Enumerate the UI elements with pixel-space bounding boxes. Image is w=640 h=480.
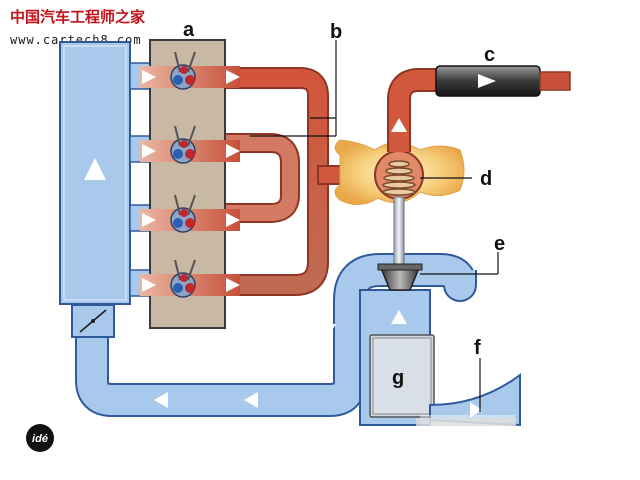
- cylinder-2-valves: [173, 125, 196, 159]
- thermostatic-valve-d: [334, 139, 465, 205]
- watermark-site-name: 中国汽车工程师之家: [10, 8, 145, 26]
- arrow-up-icon: [391, 118, 407, 132]
- flow-up-arrow-icon: [84, 158, 106, 180]
- arrow-right-icon: [226, 144, 240, 158]
- arrow-right-icon: [226, 278, 240, 292]
- cylinder-1-valves: [173, 51, 196, 85]
- coolant-flow-arrows: [154, 310, 482, 418]
- radiator: [59, 41, 131, 305]
- leader-lines: [250, 40, 499, 412]
- cylinder-4-valves: [173, 259, 196, 293]
- coolant-return-pipe: [75, 253, 477, 417]
- arrow-left-icon: [244, 392, 258, 408]
- arrow-left-icon: [154, 392, 168, 408]
- arrow-up-icon: [391, 310, 407, 324]
- arrow-right-icon: [142, 70, 156, 84]
- muffler-c: [435, 65, 571, 97]
- pump-housing: [359, 289, 435, 426]
- bottom-watermark-strip: [416, 418, 516, 426]
- arrow-right-icon: [470, 402, 482, 418]
- arrow-right-icon: [142, 144, 156, 158]
- publisher-logo: idé: [26, 424, 54, 452]
- label-c: c: [484, 44, 495, 66]
- exhaust-manifold-b: [220, 67, 349, 296]
- valves: [173, 51, 196, 293]
- radiator-valve: [71, 304, 115, 338]
- valve-stem: [393, 196, 405, 270]
- port-flow-arrows: [142, 70, 240, 292]
- label-f: f: [474, 337, 481, 359]
- arrow-right-icon: [142, 278, 156, 292]
- label-a: a: [183, 19, 195, 41]
- arrow-right-icon: [226, 213, 240, 227]
- label-g: g: [392, 367, 404, 389]
- label-b: b: [330, 21, 342, 43]
- arrow-right-icon: [142, 213, 156, 227]
- exhaust-riser: [387, 68, 436, 152]
- arrow-right-icon: [226, 70, 240, 84]
- label-e: e: [494, 233, 505, 255]
- arrow-down-icon: [320, 324, 336, 337]
- cone-valve-e: [377, 263, 423, 291]
- label-d: d: [480, 168, 492, 190]
- logo-text: idé: [32, 433, 48, 445]
- cylinder-3-valves: [173, 194, 196, 228]
- arrow-right-icon: [478, 74, 496, 88]
